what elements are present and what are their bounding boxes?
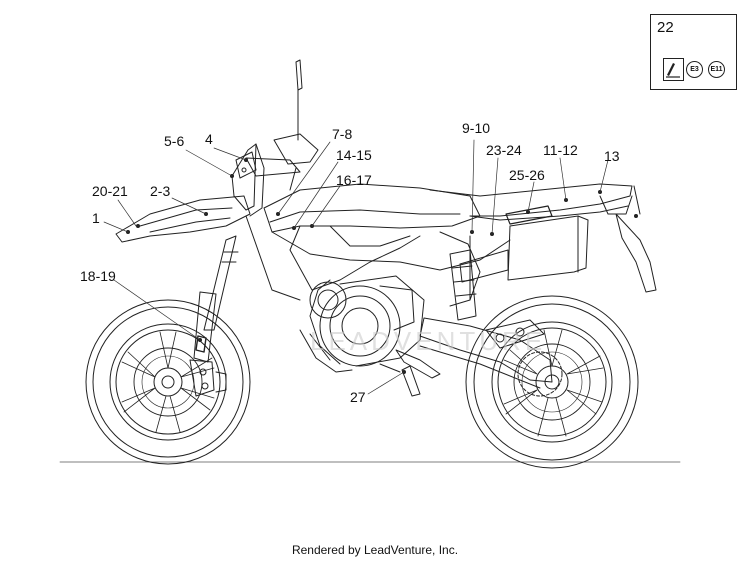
manual-book-icon [663, 58, 684, 81]
front-fork [193, 235, 239, 363]
callout-9-10[interactable]: 9-10 [462, 120, 491, 136]
footpeg-stand [379, 349, 441, 397]
callout-5-6[interactable]: 5-6 [164, 133, 185, 149]
callout-16-17[interactable]: 16-17 [336, 172, 372, 188]
swingarm [419, 317, 553, 389]
handlebar-mirror [245, 59, 319, 191]
callout-18-19[interactable]: 18-19 [80, 268, 116, 284]
e11-badge: E11 [708, 61, 725, 78]
callout-2-3[interactable]: 2-3 [150, 183, 171, 199]
callout-27[interactable]: 27 [350, 389, 366, 405]
callout-20-21[interactable]: 20-21 [92, 183, 128, 199]
callout-13[interactable]: 13 [604, 148, 620, 164]
inset-part-22[interactable]: 22 E3 E11 [650, 14, 737, 90]
callout-14-15[interactable]: 14-15 [336, 147, 372, 163]
watermark: LEADVENTURE [310, 326, 546, 356]
callout-4[interactable]: 4 [205, 131, 213, 147]
exhaust [459, 215, 589, 283]
rear-wheel [465, 295, 639, 469]
footer-credit: Rendered by LeadVenture, Inc. [291, 543, 459, 557]
e3-badge: E3 [686, 61, 703, 78]
rear-shock [449, 249, 477, 321]
callout-1[interactable]: 1 [92, 210, 100, 226]
engine [299, 275, 425, 373]
callout-11-12[interactable]: 11-12 [543, 142, 578, 158]
callout-7-8[interactable]: 7-8 [332, 126, 353, 142]
callout-23-24[interactable]: 23-24 [486, 142, 522, 158]
tank-panels [263, 183, 481, 291]
callout-25-26[interactable]: 25-26 [509, 167, 545, 183]
seat-tail [429, 183, 657, 293]
front-fairing [231, 143, 265, 217]
frame [245, 215, 511, 307]
front-fender [115, 195, 251, 243]
front-wheel [85, 299, 251, 465]
inset-number: 22 [657, 19, 674, 36]
